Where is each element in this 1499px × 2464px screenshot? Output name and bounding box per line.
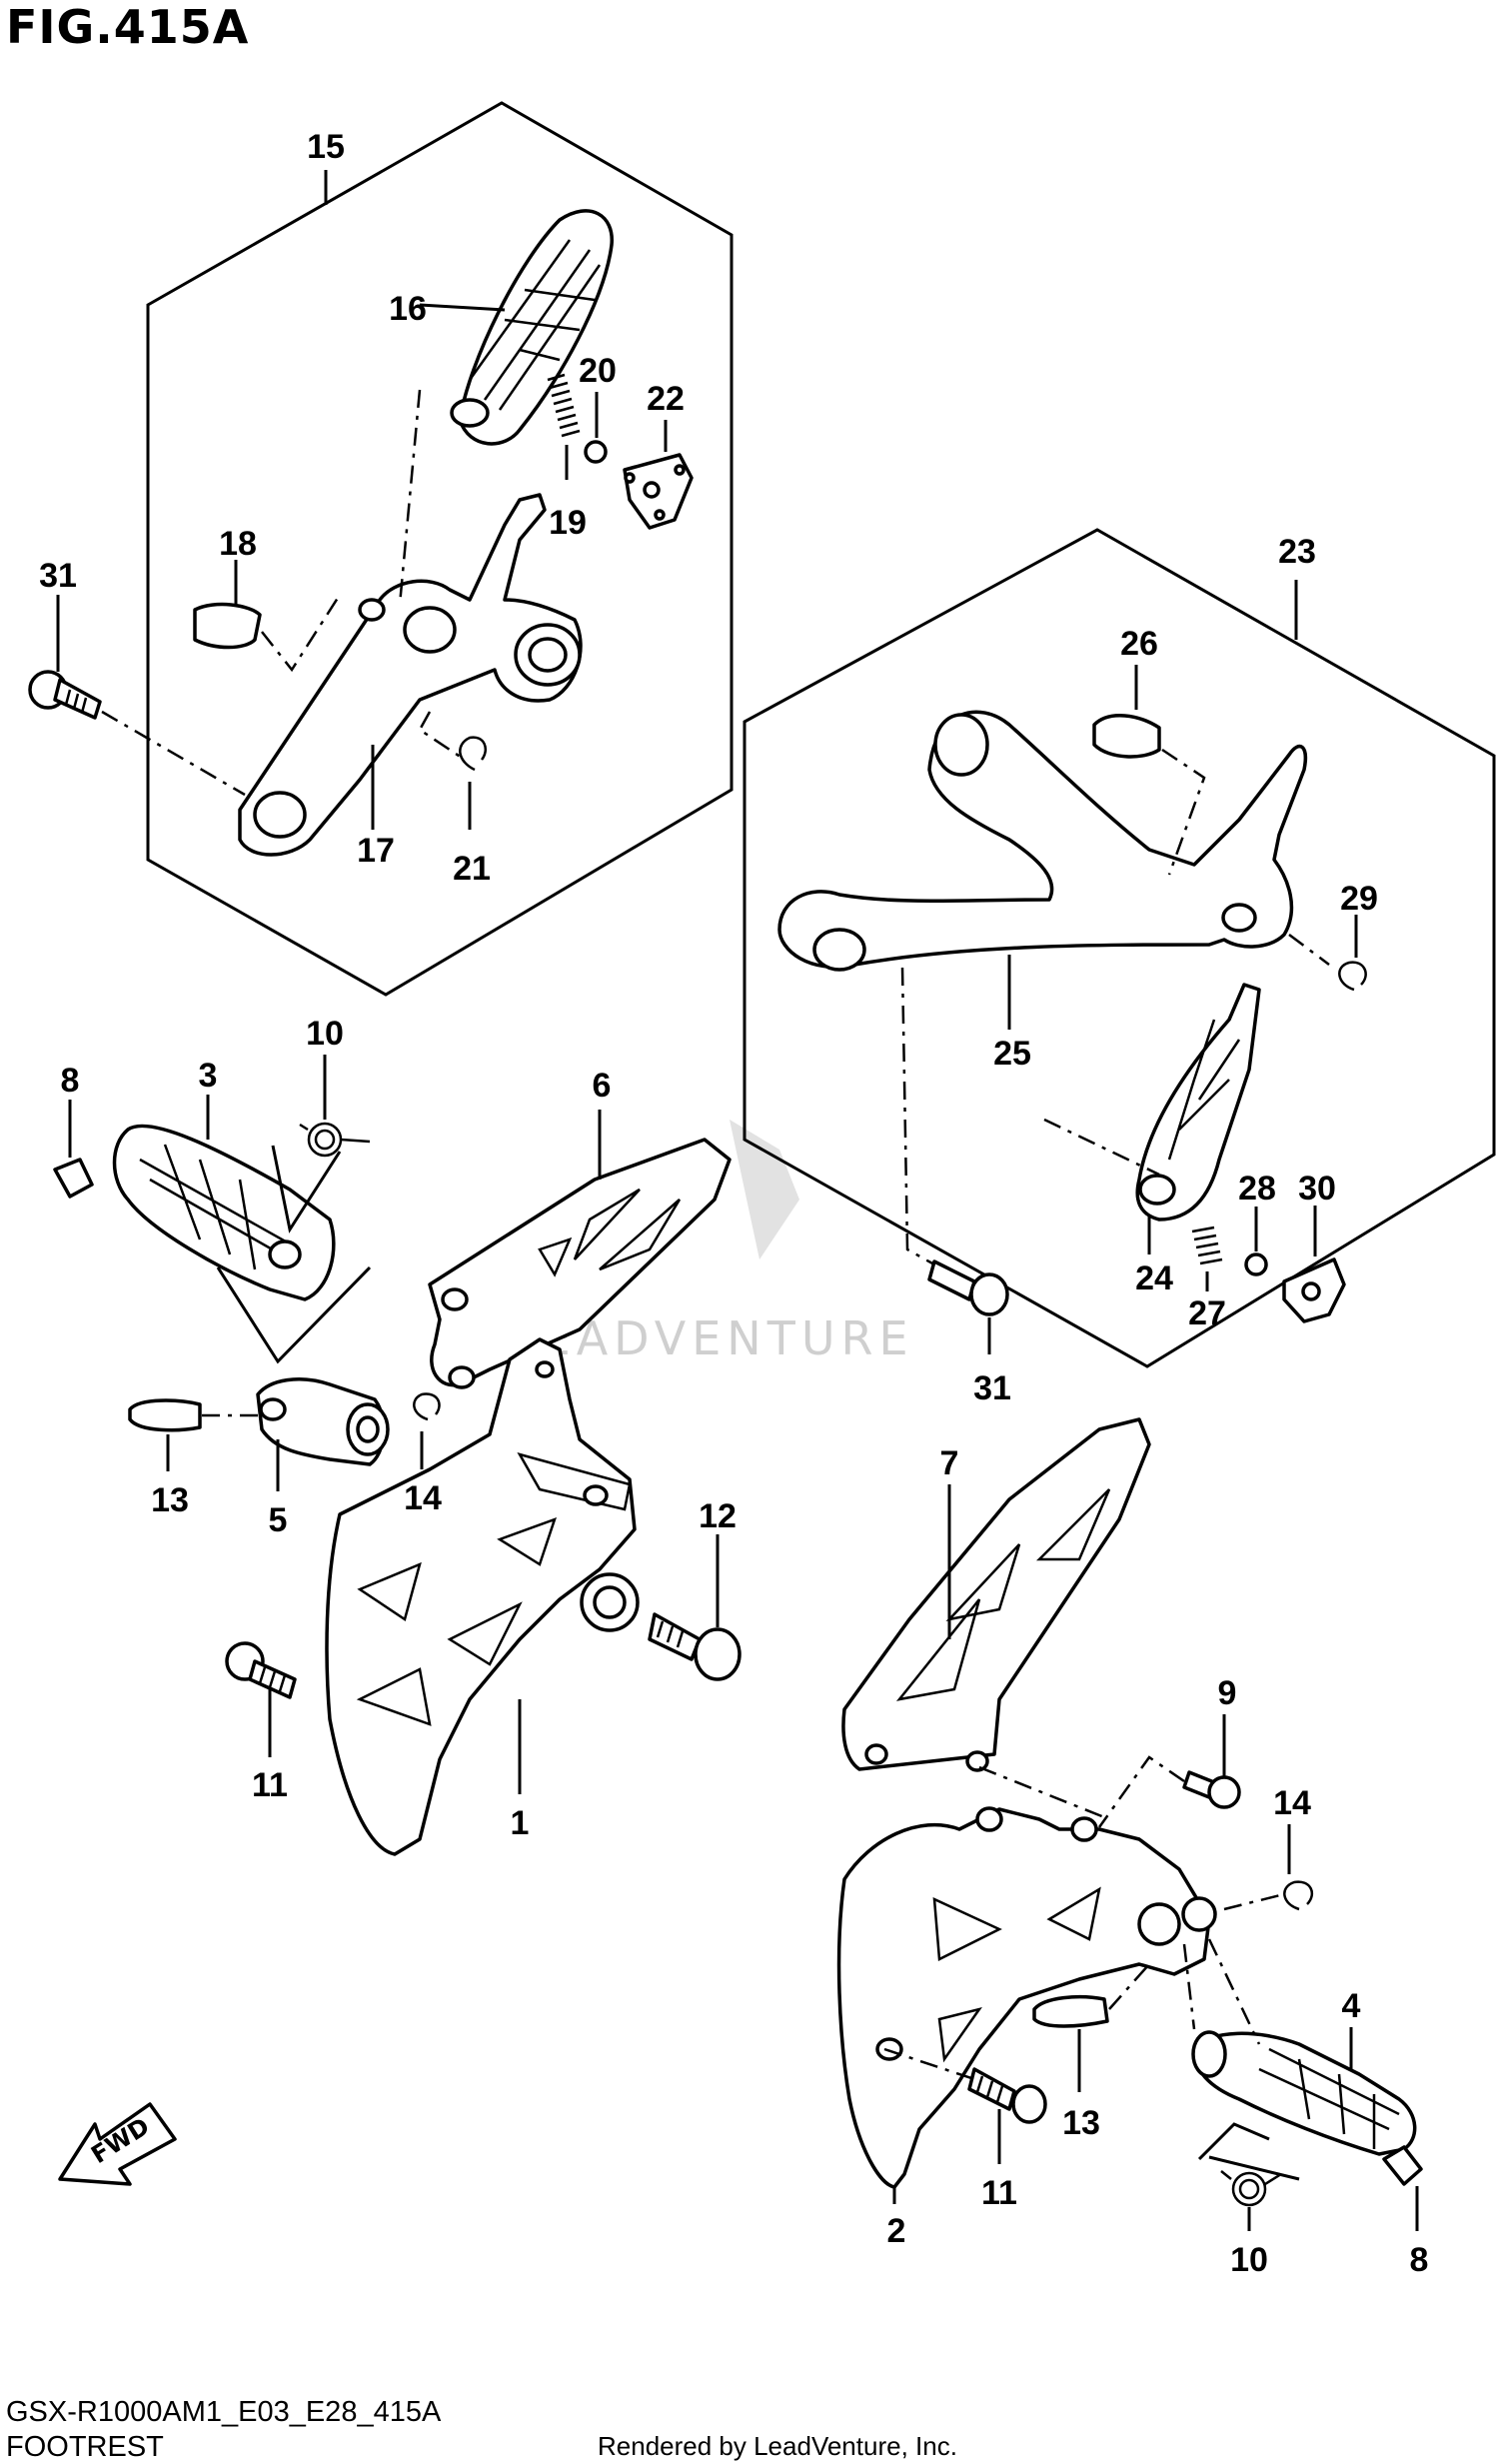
part-11-bolt-left[interactable] bbox=[225, 1641, 297, 1757]
callout-28: 28 bbox=[1238, 1170, 1276, 1208]
part-31-bolt-upper[interactable] bbox=[28, 595, 102, 720]
part-26-pin[interactable] bbox=[1092, 665, 1161, 759]
callout-24: 24 bbox=[1135, 1259, 1173, 1297]
part-19-spring[interactable] bbox=[547, 373, 581, 480]
callout-labels: 15 16 20 22 19 18 31 17 21 23 26 29 25 2… bbox=[39, 128, 1428, 2279]
callout-21: 21 bbox=[453, 850, 491, 888]
callout-10-right: 10 bbox=[1230, 2241, 1268, 2279]
fwd-arrow-icon: FWD bbox=[58, 2102, 177, 2186]
callout-26: 26 bbox=[1120, 625, 1158, 663]
part-16-footpeg[interactable] bbox=[419, 209, 614, 446]
callout-4: 4 bbox=[1342, 1987, 1361, 2025]
part-28-ball[interactable] bbox=[1244, 1207, 1268, 1276]
section-name: FOOTREST bbox=[6, 2431, 164, 2463]
callout-1: 1 bbox=[511, 1804, 530, 1842]
callout-8-left: 8 bbox=[61, 1062, 80, 1100]
callout-13-right: 13 bbox=[1062, 2104, 1100, 2142]
assembly-line-29 bbox=[1288, 934, 1330, 966]
callout-6: 6 bbox=[593, 1067, 612, 1105]
part-4-footpeg[interactable] bbox=[1191, 2027, 1417, 2156]
callout-2: 2 bbox=[887, 2212, 906, 2250]
assembly-line-18-17 bbox=[261, 594, 342, 673]
part-29-clip[interactable] bbox=[1338, 915, 1367, 992]
spring-bracket-right bbox=[1197, 2122, 1300, 2181]
part-1-bracket[interactable] bbox=[325, 1337, 640, 1856]
callout-22: 22 bbox=[647, 380, 685, 418]
part-21-clip[interactable] bbox=[459, 736, 487, 830]
part-13-pin-right[interactable] bbox=[1032, 1994, 1109, 2092]
callout-20: 20 bbox=[579, 352, 617, 390]
callout-30: 30 bbox=[1298, 1170, 1336, 1208]
callout-17: 17 bbox=[357, 832, 395, 870]
callout-11-left: 11 bbox=[252, 1766, 288, 1804]
kit-23-group bbox=[743, 528, 1496, 1368]
part-18-pin[interactable] bbox=[193, 560, 262, 650]
figure-title: FIG.415A bbox=[6, 0, 250, 54]
assembly-line-14-right bbox=[1223, 1892, 1285, 1911]
assembly-line-16-17 bbox=[398, 389, 422, 606]
part-11-bolt-right[interactable] bbox=[967, 2067, 1047, 2164]
assembly-line-4 bbox=[1182, 1938, 1261, 2045]
callout-31-lower: 31 bbox=[973, 1369, 1011, 1407]
callout-16: 16 bbox=[389, 290, 427, 328]
callout-18: 18 bbox=[219, 525, 257, 563]
callout-23: 23 bbox=[1278, 533, 1316, 571]
spring-bracket-left bbox=[271, 1145, 342, 1233]
callout-14-left: 14 bbox=[404, 1479, 442, 1517]
part-10-spring-right[interactable] bbox=[1220, 2170, 1282, 2231]
callout-14-right: 14 bbox=[1273, 1784, 1311, 1822]
assembly-line-31-25 bbox=[900, 967, 935, 1266]
callout-27: 27 bbox=[1188, 1294, 1226, 1332]
part-2-bracket[interactable] bbox=[836, 1806, 1217, 2204]
part-30-plate[interactable] bbox=[1282, 1206, 1346, 1323]
assembly-line-7 bbox=[978, 1765, 1105, 1819]
callout-7: 7 bbox=[940, 1444, 959, 1482]
part-14-clip-right[interactable] bbox=[1283, 1824, 1314, 1911]
part-7-heel-guard[interactable] bbox=[841, 1417, 1151, 1772]
assembly-line-13-right bbox=[1108, 1963, 1150, 2010]
callout-3: 3 bbox=[199, 1057, 218, 1095]
part-6-heel-guard[interactable] bbox=[428, 1110, 732, 1389]
kit-15-group bbox=[146, 101, 734, 997]
assembly-line-21 bbox=[418, 711, 466, 762]
model-code: GSX-R1000AM1_E03_E28_415A bbox=[6, 2396, 442, 2428]
part-17-bracket[interactable] bbox=[238, 493, 583, 857]
callout-8-right: 8 bbox=[1410, 2241, 1429, 2279]
callout-13-left: 13 bbox=[151, 1481, 189, 1519]
part-20-ball[interactable] bbox=[584, 392, 608, 464]
part-24-footpeg[interactable] bbox=[1135, 983, 1261, 1254]
callout-19: 19 bbox=[549, 504, 587, 542]
part-12-bolt[interactable] bbox=[648, 1534, 742, 1681]
assembly-line-31-17 bbox=[101, 710, 246, 797]
part-31-bolt-lower[interactable] bbox=[927, 1259, 1009, 1354]
part-5-pivot[interactable] bbox=[256, 1377, 390, 1491]
part-3-footpeg[interactable] bbox=[112, 1095, 336, 1301]
render-credit: Rendered by LeadVenture, Inc. bbox=[598, 2431, 957, 2461]
callout-9: 9 bbox=[1218, 1674, 1237, 1712]
callout-15: 15 bbox=[307, 128, 345, 166]
callout-11-right: 11 bbox=[981, 2174, 1017, 2212]
callout-5: 5 bbox=[269, 1501, 288, 1539]
peg-bracket-left bbox=[216, 1265, 372, 1364]
part-22-plate[interactable] bbox=[623, 420, 694, 530]
callout-31-upper: 31 bbox=[39, 557, 77, 595]
callout-10-left: 10 bbox=[306, 1015, 344, 1053]
part-10-spring-left[interactable] bbox=[299, 1055, 371, 1158]
part-8-cap-right[interactable] bbox=[1382, 2145, 1423, 2231]
part-13-pin-left[interactable] bbox=[128, 1398, 202, 1471]
part-8-cap-left[interactable] bbox=[53, 1100, 94, 1199]
assembly-line-9 bbox=[1097, 1755, 1185, 1828]
assembly-line-26 bbox=[1161, 748, 1206, 876]
callout-12: 12 bbox=[699, 1497, 737, 1535]
part-14-clip-left[interactable] bbox=[413, 1392, 441, 1469]
part-9-bolt[interactable] bbox=[1182, 1714, 1241, 1809]
part-25-bracket[interactable] bbox=[777, 710, 1307, 1030]
callout-25: 25 bbox=[993, 1035, 1031, 1073]
part-27-spring[interactable] bbox=[1191, 1226, 1223, 1291]
assembly-line-11-right bbox=[883, 2047, 975, 2081]
callout-29: 29 bbox=[1340, 880, 1378, 918]
